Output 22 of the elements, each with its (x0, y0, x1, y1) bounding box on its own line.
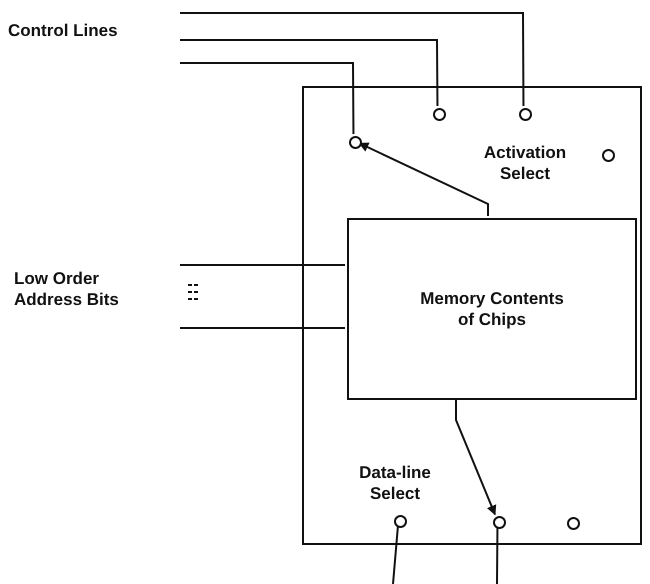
signal-line (496, 526, 498, 584)
circuit-board-outline (302, 86, 642, 545)
signal-label: Control Lines (8, 8, 180, 68)
signal-label: Low Order Address Bits (14, 258, 180, 336)
signal-line (392, 526, 399, 584)
memory-block (347, 218, 637, 400)
contact-circle (493, 516, 506, 529)
signal-line (180, 327, 345, 329)
section-label: Data-line Select (358, 462, 432, 504)
arrow (455, 398, 496, 516)
block-label: Memory Contents of Chips (419, 288, 565, 330)
contact-circle (567, 517, 580, 530)
contact-circle (349, 136, 362, 149)
signal-line (180, 39, 438, 106)
signal-line (180, 62, 354, 134)
contact-circle (519, 108, 532, 121)
signal-line (180, 264, 345, 266)
contact-circle (433, 108, 446, 121)
section-label: Activation Select (482, 142, 568, 184)
contact-circle (602, 149, 615, 162)
signal-line (180, 12, 524, 106)
contact-circle (394, 515, 407, 528)
